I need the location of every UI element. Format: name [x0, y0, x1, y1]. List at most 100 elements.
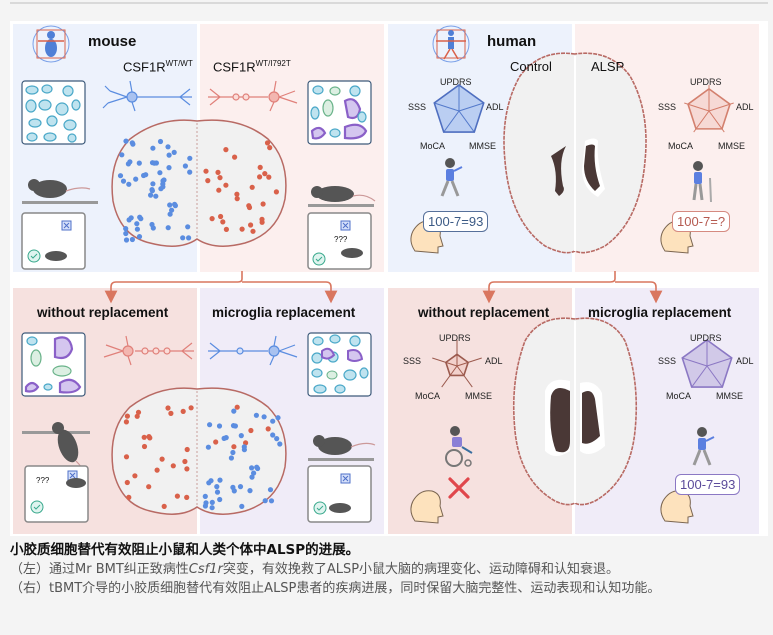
microglia-dot	[120, 178, 127, 184]
radar-axis	[441, 365, 458, 388]
microglia-dot	[266, 174, 272, 180]
radar-label-updrs-without: UPDRS	[439, 333, 471, 343]
radar-label-adl-with: ADL	[736, 356, 754, 366]
radar-axis	[434, 102, 460, 112]
branch-arrow-left	[104, 271, 338, 304]
microglia-dot	[262, 171, 268, 177]
microglia-dot	[215, 169, 221, 175]
label-without-replacement-mouse: without replacement	[37, 305, 169, 320]
radar-axis	[458, 110, 475, 133]
microglia-dot	[184, 494, 190, 500]
calc-box-restored: 100-7=93	[675, 474, 741, 495]
microglia-dot	[124, 479, 130, 486]
microglia-dot	[247, 488, 253, 494]
microglia-dot	[133, 176, 139, 182]
microglia-dot	[165, 405, 171, 411]
cross-mark-icon	[448, 477, 470, 499]
microglia-dot	[150, 181, 156, 187]
microglia-dot	[150, 145, 156, 151]
calc-box-control: 100-7=93	[423, 211, 489, 232]
microglia-dot	[248, 427, 254, 434]
microglia-dot	[182, 458, 188, 465]
microglia-dot	[221, 435, 227, 441]
microglia-dot	[159, 456, 165, 462]
microglia-dot	[209, 505, 215, 511]
person-walking-control-icon	[440, 158, 463, 197]
microglia-dot	[186, 235, 192, 241]
human-brain-axial-bottom	[513, 317, 638, 506]
microglia-dot	[214, 489, 221, 495]
microglia-dot	[184, 466, 190, 472]
radar-label-sss: SSS	[408, 102, 427, 112]
microglia-dot	[223, 182, 229, 188]
label-human: human	[487, 33, 537, 50]
person-wheelchair-icon	[445, 426, 473, 467]
cell-box-pathologic-bottom	[21, 332, 86, 397]
radar-axis	[456, 357, 482, 367]
radar-label-adl-alsp: ADL	[736, 102, 754, 112]
branch-arrow-right	[482, 271, 663, 304]
microglia-dot	[203, 168, 209, 174]
radar-label-mmse-without: MMSE	[465, 391, 492, 401]
radar-chart-alsp	[684, 85, 734, 133]
microglia-dot	[206, 480, 212, 486]
radar-label-mmse-alsp: MMSE	[718, 141, 745, 151]
microglia-dot	[151, 160, 157, 166]
label-control: Control	[510, 59, 552, 74]
microglia-dot	[209, 216, 215, 222]
calc-box-alsp: 100-7=?	[672, 211, 731, 232]
neuron-damaged-bottom-icon	[103, 335, 194, 366]
mouse-slipping-mutant-icon	[308, 186, 376, 207]
microglia-dot	[157, 170, 163, 176]
radar-axis	[458, 102, 484, 112]
microglia-dot	[132, 473, 138, 479]
radar-polygon	[687, 87, 731, 130]
microglia-dot	[246, 204, 253, 211]
radar-polygon	[433, 84, 485, 133]
microglia-dot	[123, 138, 129, 144]
head-cognition-impaired-icon	[410, 490, 444, 524]
radar-axis	[432, 357, 458, 367]
radar-axis	[706, 357, 732, 367]
label-microglia-replacement-mouse: microglia replacement	[212, 305, 356, 320]
label-genotype-control: CSF1RWT/WT	[123, 59, 193, 75]
microglia-dot	[232, 154, 238, 160]
microglia-dot	[248, 222, 254, 228]
cell-box-healthy	[21, 80, 86, 145]
microglia-dot	[161, 503, 167, 509]
microglia-dot	[129, 236, 135, 243]
radar-polygon	[681, 339, 733, 388]
microglia-dot	[223, 226, 229, 232]
microglia-dot	[270, 432, 276, 438]
microglia-dot	[150, 225, 156, 231]
radar-axis	[456, 365, 473, 388]
microglia-dot	[234, 404, 240, 410]
figure-graphics	[21, 25, 734, 524]
radar-chart-with-replacement	[681, 339, 733, 388]
microglia-dot	[161, 177, 167, 183]
microglia-dot	[218, 213, 224, 220]
microglia-dot	[217, 175, 223, 181]
label-genotype-mutant: CSF1RWT/I792T	[213, 59, 291, 75]
microglia-dot	[275, 415, 281, 421]
microglia-dot	[180, 408, 186, 414]
microglia-dot	[259, 219, 265, 225]
microglia-dot	[148, 192, 154, 198]
microglia-dot	[169, 207, 175, 213]
microglia-dot	[250, 228, 256, 234]
microglia-dot	[134, 413, 140, 419]
radar-label-updrs-alsp: UPDRS	[690, 77, 722, 87]
microglia-dot	[126, 217, 132, 223]
microglia-dot	[166, 152, 172, 158]
radar-label-adl: ADL	[486, 102, 504, 112]
radar-label-moca-without: MoCA	[415, 391, 441, 401]
microglia-dot	[216, 423, 223, 429]
label-microglia-replacement-human: microglia replacement	[588, 305, 732, 320]
microglia-dot	[188, 405, 194, 411]
memory-test-box-without	[24, 465, 89, 523]
radar-axis	[443, 110, 460, 133]
microglia-dot	[265, 426, 271, 432]
microglia-dot	[214, 484, 220, 490]
mouse-walking-restored-icon	[308, 435, 376, 461]
microglia-dot	[253, 412, 259, 418]
